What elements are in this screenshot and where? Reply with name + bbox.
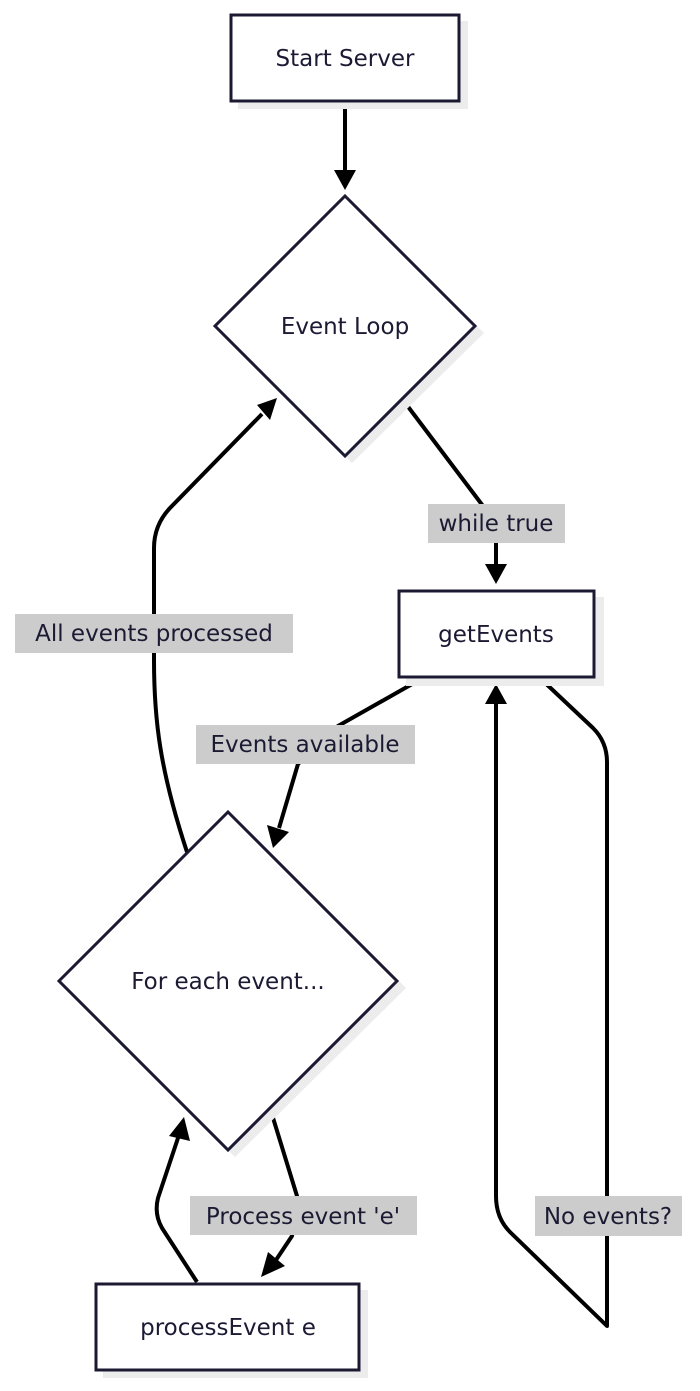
no-events-label-bg (535, 1196, 682, 1236)
get-events-node[interactable] (397, 589, 596, 679)
arrowhead-get-self-loop (485, 684, 507, 704)
start-server-node[interactable] (229, 13, 461, 103)
all-events-processed-label-bg (15, 614, 293, 653)
arrowhead-foreach-to-loop (257, 398, 277, 420)
edge-foreach-to-loop (152, 412, 264, 853)
process-event-label: processEvent e (140, 1315, 316, 1341)
start-server-label: Start Server (276, 46, 415, 72)
get-events-label: getEvents (438, 622, 554, 648)
events-available-label: Events available (211, 732, 400, 758)
arrowhead-loop-to-get (485, 564, 507, 584)
event-loop-node[interactable] (212, 193, 478, 459)
events-available-label-bg (196, 725, 415, 764)
edge-foreach-to-process (268, 1107, 299, 1262)
arrowhead-get-to-foreach (267, 825, 289, 848)
for-each-node[interactable] (56, 809, 400, 1153)
for-each-label: For each event... (131, 969, 324, 995)
while-true-label-bg (428, 504, 565, 543)
arrowhead-start-to-loop (334, 170, 356, 190)
no-events-label: No events? (544, 1204, 672, 1230)
process-event-node[interactable] (94, 1282, 361, 1372)
edge-get-self-loop (494, 677, 609, 1328)
process-event-e-label-bg (190, 1196, 417, 1235)
process-event-e-label: Process event 'e' (206, 1204, 400, 1230)
arrowhead-foreach-to-process (261, 1252, 285, 1277)
event-loop-label: Event Loop (281, 314, 409, 340)
while-true-label: while true (439, 511, 554, 537)
arrowhead-process-to-foreach (169, 1117, 190, 1141)
edge-process-to-foreach (154, 1131, 199, 1284)
all-events-processed-label: All events processed (35, 621, 273, 647)
